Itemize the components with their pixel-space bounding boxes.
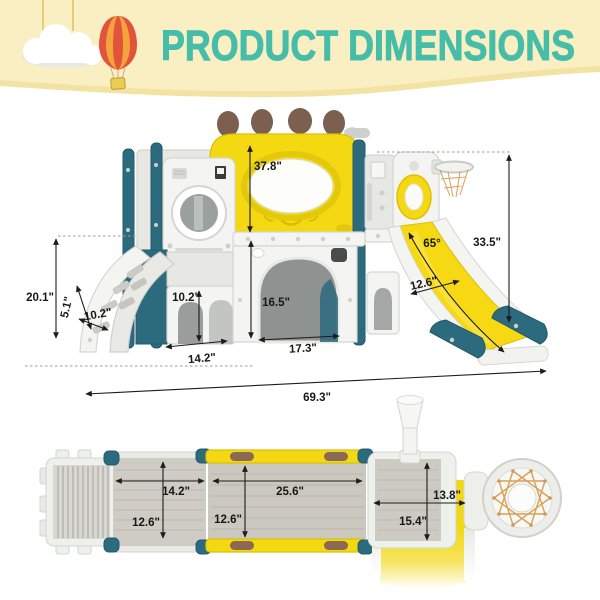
top-view — [39, 395, 562, 589]
front-view-dimensions: 37.8" 33.5" 65° 12.6" 20.1" 5.1" 10.2" — [26, 145, 547, 404]
dim-platform-width: 14.2" — [115, 478, 205, 498]
knob-icon — [217, 108, 345, 140]
stair-step — [100, 299, 118, 313]
dim-platform-depth: 12.6" — [132, 461, 166, 539]
arch-door — [257, 256, 340, 344]
svg-text:10.2": 10.2" — [83, 307, 113, 324]
deck-planks — [210, 473, 364, 530]
oval-window — [241, 151, 341, 221]
svg-text:17.3": 17.3" — [289, 342, 317, 355]
top-view-platform — [103, 448, 212, 555]
stair-step — [126, 264, 144, 279]
cloud-icon — [22, 0, 102, 68]
svg-text:10.2": 10.2" — [172, 292, 200, 304]
arch-door-wall — [232, 245, 358, 344]
dim-step-depth: 10.2" — [78, 307, 113, 331]
dim-slide-width: 12.6" — [409, 275, 460, 296]
dim-base-width: 14.2" — [165, 338, 228, 366]
dim-slide-angle: 65° — [408, 232, 505, 353]
svg-text:65°: 65° — [423, 238, 441, 250]
basketball-hoop-icon — [431, 159, 474, 198]
dim-total-width: 69.3" — [85, 368, 547, 404]
dim-ladder-height: 20.1" — [26, 238, 59, 339]
dim-tower-width: 13.8" — [373, 490, 466, 506]
arch-window — [209, 300, 233, 344]
dim-door-width: 17.3" — [258, 333, 340, 356]
side-panel — [364, 154, 396, 231]
hot-air-balloon-icon — [99, 16, 137, 90]
svg-text:14.2": 14.2" — [162, 486, 190, 498]
porthole-panel — [162, 157, 236, 255]
header-wave-light — [0, 0, 600, 92]
top-view-dimensions: 14.2" 12.6" 25.6" 12.6" 13.8" 15.4" — [115, 461, 466, 541]
svg-text:69.3": 69.3" — [303, 392, 331, 404]
dim-door-height: 16.5" — [248, 240, 290, 339]
page-title: PRODUCT DIMENSIONS — [161, 22, 575, 70]
top-view-periscope — [396, 395, 424, 464]
svg-text:16.5": 16.5" — [262, 297, 290, 309]
ladder-rungs — [57, 466, 109, 538]
dim-tower-depth: 15.4" — [399, 462, 430, 541]
lower-right-section — [366, 271, 400, 335]
dim-window-height: 10.2" — [172, 290, 202, 342]
top-view-ladder — [39, 449, 115, 555]
top-view-hoop — [463, 458, 562, 538]
dim-center-depth: 12.6" — [214, 465, 248, 538]
header-banner: PRODUCT DIMENSIONS — [0, 0, 600, 98]
svg-text:25.6": 25.6" — [276, 486, 304, 498]
dim-center-width: 25.6" — [212, 478, 363, 498]
svg-text:33.5": 33.5" — [473, 237, 501, 249]
svg-text:12.6": 12.6" — [132, 517, 160, 529]
slide-tower — [392, 151, 440, 233]
arch-window — [374, 288, 392, 330]
svg-text:37.8": 37.8" — [254, 161, 282, 173]
svg-text:14.2": 14.2" — [188, 352, 217, 366]
top-view-center-deck — [205, 448, 374, 555]
svg-text:13.8": 13.8" — [433, 490, 461, 502]
svg-text:20.1": 20.1" — [26, 292, 54, 304]
smile-icon — [280, 219, 302, 226]
front-view — [25, 108, 549, 367]
net-knots — [492, 469, 552, 527]
hoop-net — [493, 470, 551, 526]
svg-text:15.4": 15.4" — [399, 516, 427, 528]
svg-text:12.6": 12.6" — [214, 514, 242, 526]
svg-text:5.1": 5.1" — [59, 296, 76, 320]
dim-playhouse-height: 37.8" — [247, 145, 282, 233]
